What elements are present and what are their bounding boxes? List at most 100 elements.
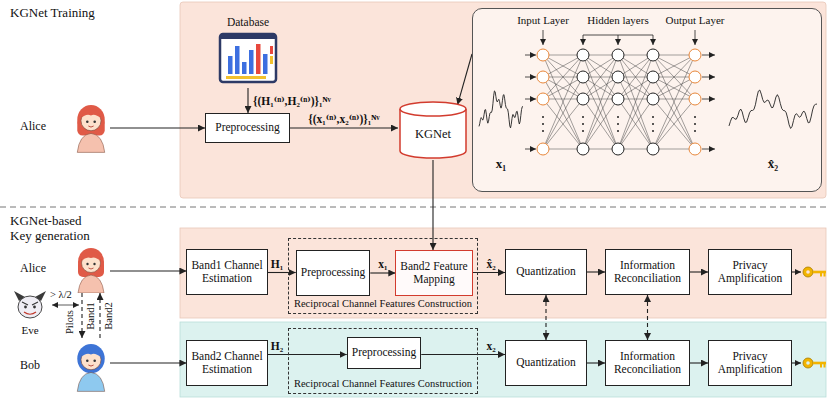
neuron <box>612 49 624 61</box>
network-link <box>618 99 653 149</box>
chart-base <box>226 76 266 79</box>
screen-strip <box>220 34 276 39</box>
pointer-arrow <box>525 77 536 78</box>
node-text: x₁ <box>496 157 506 171</box>
eye <box>33 306 36 309</box>
network-link <box>543 55 583 149</box>
node-text: Input Layer <box>517 14 569 26</box>
body <box>77 133 104 152</box>
section-divider <box>0 207 830 208</box>
process-box: Information Reconciliation <box>605 340 690 386</box>
network-link <box>543 77 583 149</box>
node-text: Preprocessing <box>301 266 366 279</box>
chart-bar <box>235 46 240 74</box>
edge-label: x₁ <box>378 258 387 270</box>
ellipsis-dot <box>694 123 696 125</box>
node-text: KGNet <box>415 127 451 142</box>
process-box: Band2 Channel Estimation <box>186 340 267 386</box>
network-link <box>543 99 583 149</box>
node-text: Information Reconciliation <box>608 259 687 285</box>
neuron <box>689 143 701 155</box>
network-link <box>653 77 695 149</box>
fringe <box>81 109 101 119</box>
bracket-line <box>583 35 653 36</box>
connector <box>458 54 473 105</box>
network-link <box>653 99 695 149</box>
neuron <box>537 143 549 155</box>
connector <box>110 362 186 363</box>
chart-bar <box>242 62 247 74</box>
network-link <box>653 55 695 77</box>
edge-label: {(H₁⁽ⁿ⁾,H₂⁽ⁿ⁾)}₁ᴺᵛ <box>253 94 331 106</box>
connector <box>290 127 398 128</box>
chart-icon <box>212 32 284 88</box>
edge-label: H₁ <box>271 257 283 269</box>
network-link <box>543 55 583 149</box>
neuron <box>689 49 701 61</box>
pointer-arrow <box>583 35 584 45</box>
pointer-arrow <box>702 149 715 150</box>
pointer-arrow <box>702 77 715 78</box>
node-text: Alice <box>20 119 46 134</box>
chart-bar <box>249 50 254 74</box>
mouth <box>24 312 36 314</box>
hair <box>78 248 104 276</box>
node-text: Privacy Amplification <box>711 350 789 376</box>
node-text: Information Reconciliation <box>608 350 687 376</box>
neuron <box>537 93 549 105</box>
eye <box>86 121 89 124</box>
cylinder-rim <box>400 109 466 116</box>
user-figure: Alice <box>20 98 110 154</box>
node-text: Preprocessing <box>352 346 417 359</box>
pointer-arrow <box>695 30 696 45</box>
ellipsis-dot <box>542 130 544 132</box>
key-hole <box>806 361 810 365</box>
process-box: Preprocessing <box>296 250 371 296</box>
person-icon <box>72 338 110 392</box>
bob-panel <box>180 322 826 397</box>
cylinder-body <box>400 102 466 158</box>
node-text: Bob <box>20 358 40 373</box>
ellipsis-dot <box>582 116 584 118</box>
face <box>18 296 42 318</box>
connector <box>587 271 605 272</box>
node-text: Reciprocal Channel Features Construction <box>289 378 477 390</box>
process-box: Preprocessing <box>205 113 290 143</box>
fringe <box>81 348 101 358</box>
network-link <box>618 77 653 149</box>
pointer-arrow <box>702 55 715 56</box>
network-link <box>583 99 618 149</box>
brow <box>22 302 38 305</box>
network-link <box>583 99 618 149</box>
network-link <box>653 99 695 149</box>
side-mark <box>270 46 273 54</box>
node-text: Band2 Channel Estimation <box>189 350 264 376</box>
pointer-arrow <box>702 99 715 100</box>
connector <box>587 362 605 363</box>
neuron <box>537 49 549 61</box>
node-text: Output Layer <box>666 14 725 26</box>
process-box: Quantization <box>505 340 587 386</box>
fringe <box>82 252 101 261</box>
ellipsis-dot <box>542 123 544 125</box>
group-box: Reciprocal Channel Features Construction… <box>288 238 478 314</box>
pointer-arrow <box>525 99 536 100</box>
model-cylinder: KGNet <box>398 100 468 160</box>
network-link <box>583 77 618 149</box>
devil-icon <box>10 290 50 320</box>
user-figure: Alice <box>20 243 110 293</box>
free-label: KGNet Training <box>10 6 95 21</box>
pointer-arrow <box>653 35 654 45</box>
person-icon <box>72 243 110 293</box>
key-bow <box>803 267 813 277</box>
training-panel <box>180 2 826 198</box>
ellipsis-dot <box>617 116 619 118</box>
node-text: Hidden layers <box>587 14 648 26</box>
network-link <box>618 99 653 149</box>
connector <box>99 293 100 338</box>
connector <box>690 271 708 272</box>
node-text: Band1 Channel Estimation <box>189 259 264 285</box>
hair <box>77 344 104 374</box>
ellipsis-dot <box>617 123 619 125</box>
neuron <box>537 71 549 83</box>
